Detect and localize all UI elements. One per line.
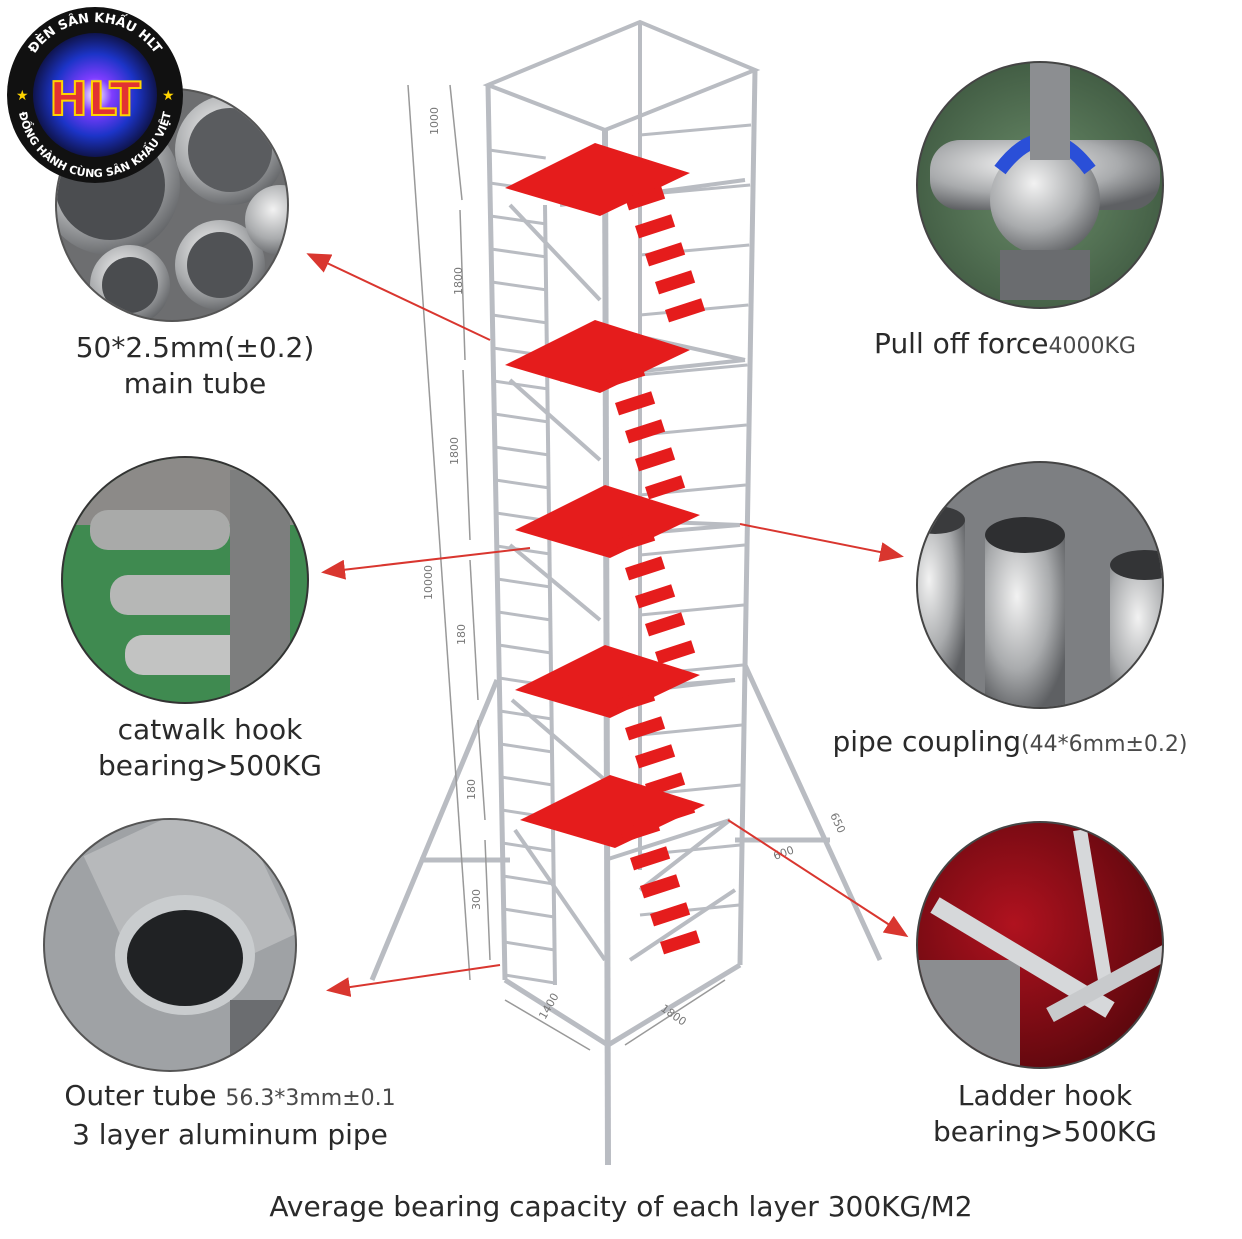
stair-step [630, 846, 671, 871]
platform-deck [505, 320, 690, 393]
star-icon: ★ [162, 87, 175, 103]
pull-off-force-value: 4000KG [1048, 334, 1136, 359]
ladder-rung [490, 247, 548, 259]
ladder-hook-photo [916, 821, 1164, 1069]
stair-step [650, 902, 691, 927]
ladder-rung [496, 544, 551, 556]
catwalk-hook-label: catwalk hook bearing>500KG [70, 712, 350, 784]
stair-step [615, 391, 656, 416]
bearing-capacity-caption: Average bearing capacity of each layer 3… [269, 1190, 973, 1223]
stair-step [635, 744, 676, 769]
pipe-coupling-label: pipe coupling(44*6mm±0.2) [805, 724, 1215, 763]
clamp-coupler-photo [916, 61, 1164, 309]
ladder-rung [491, 280, 548, 292]
dim-label: 600 [772, 843, 796, 862]
catwalk-hook-bearing: bearing>500KG [98, 749, 322, 782]
dim-label: 1400 [536, 991, 561, 1022]
ladder-rung [497, 610, 552, 622]
platform-deck [515, 645, 700, 718]
frame-brace [639, 603, 744, 617]
ladder-rung [503, 907, 555, 919]
stair-step [625, 186, 666, 211]
dim-label: 180 [465, 779, 478, 800]
main-tube-size: 50*2.5mm( [75, 331, 236, 364]
ladder-hook-name: Ladder hook [957, 1079, 1133, 1112]
ladder-rung [498, 643, 552, 655]
stair-step [660, 930, 701, 955]
ladder-hook-bearing: bearing>500KG [933, 1115, 1157, 1148]
star-icon: ★ [16, 87, 29, 103]
hlt-logo: HLT ĐÈN SÂN KHẤU HLT ĐỒNG HÀNH CÙNG SÂN … [7, 7, 183, 183]
outer-tube-name: Outer tube [64, 1079, 226, 1112]
ladder-rung [500, 742, 553, 754]
stair-step [625, 716, 666, 741]
main-tube-label: 50*2.5mm(±0.2) main tube [60, 330, 330, 402]
dim-label: 180 [455, 624, 468, 645]
platforms [505, 143, 706, 955]
pipe-coupling-size: (44*6mm±0.2) [1021, 732, 1188, 757]
stair-step [655, 270, 696, 295]
stair-step [605, 363, 646, 388]
ladder-rung [494, 445, 550, 457]
outer-tube-size: 56.3*3mm±0.1 [225, 1086, 396, 1111]
dim-label: 1800 [448, 437, 461, 465]
pull-off-force-label: Pull off force4000KG [855, 326, 1155, 365]
frame-brace [639, 543, 745, 557]
ladder-rung [493, 379, 549, 391]
ladder-rung [502, 874, 555, 886]
callout-arrows [306, 253, 909, 997]
ladder-hook-label: Ladder hook bearing>500KG [905, 1078, 1185, 1150]
stair-step [644, 475, 686, 500]
frame-brace [639, 123, 752, 137]
platform-deck [505, 143, 690, 216]
catwalk-hook-name: catwalk hook [117, 713, 303, 746]
ladder-rung [500, 775, 553, 787]
dim-label: 300 [470, 889, 483, 910]
dim-label: 10000 [422, 565, 435, 600]
pipe-coupling-name: pipe coupling [832, 725, 1022, 758]
ladder-rung [492, 313, 548, 325]
main-tube-name: main tube [123, 367, 267, 400]
dim-label: 1800 [452, 267, 465, 295]
stair-step [625, 419, 666, 444]
main-tube-tolerance: ±0.2) [235, 331, 315, 364]
ladder-rung [494, 412, 549, 424]
stair-step [644, 242, 686, 267]
platform-deck [520, 775, 705, 848]
dim-label: 1000 [428, 107, 441, 135]
ladder-rung [504, 940, 555, 952]
stair-step [655, 640, 696, 665]
ladder-rung [499, 709, 553, 721]
ladder-rung [490, 214, 547, 226]
stair-step [615, 688, 656, 713]
ladder-rung [497, 577, 551, 589]
pipe-coupling-photo [916, 461, 1164, 709]
stair-step [664, 298, 706, 323]
stair-step [635, 584, 676, 609]
stair-step [635, 214, 676, 239]
platform-deck [515, 485, 700, 558]
stair-step [645, 612, 686, 637]
frame-brace [639, 723, 743, 737]
outer-tube-label: Outer tube 56.3*3mm±0.1 3 layer aluminum… [40, 1078, 420, 1153]
dim-label: 650 [827, 811, 848, 836]
pull-off-force-text: Pull off force [874, 327, 1049, 360]
ladder-rung [495, 478, 550, 490]
stair-step [635, 447, 676, 472]
stair-step [640, 874, 681, 899]
ladder-rung [504, 973, 556, 985]
logo-brand: HLT [49, 72, 141, 126]
outer-tube-photo [43, 818, 297, 1072]
frame-brace [639, 363, 748, 377]
stair-step [620, 818, 661, 843]
stair-step [615, 528, 656, 553]
catwalk-hook-photo [61, 456, 309, 704]
outer-tube-material: 3 layer aluminum pipe [72, 1118, 388, 1151]
ladder-rung [489, 148, 546, 160]
stair-step [624, 556, 666, 581]
